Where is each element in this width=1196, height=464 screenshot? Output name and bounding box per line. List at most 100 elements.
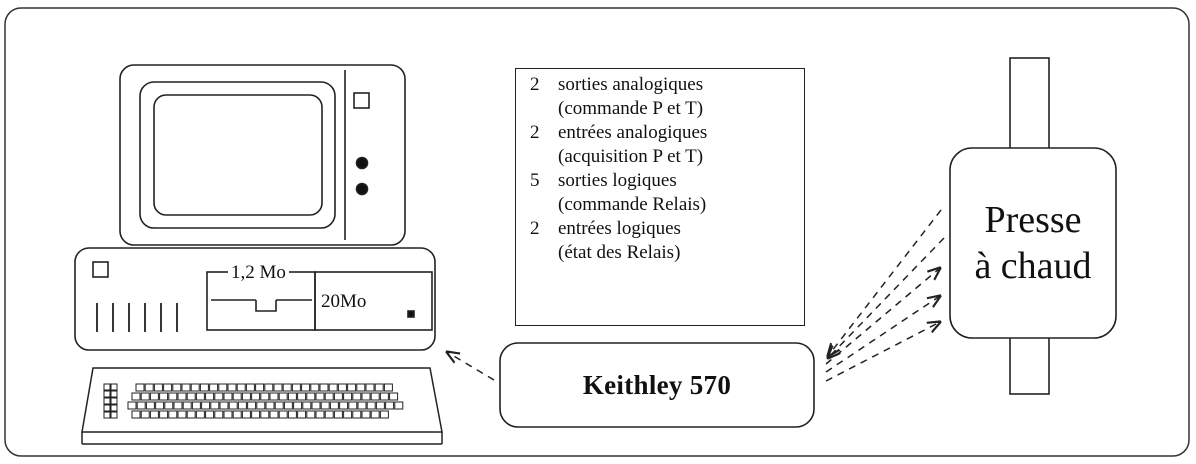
link-keithley-to-press-1 — [825, 268, 940, 365]
keyboard-key — [153, 383, 163, 392]
keyboard-key — [163, 383, 173, 392]
keyboard-key — [177, 392, 187, 401]
keyboard-key — [131, 410, 141, 419]
press-label-line1: Presse — [984, 199, 1082, 241]
keyboard-key — [164, 401, 174, 410]
link-press-to-keithley-2 — [828, 237, 945, 358]
keyboard-key — [103, 404, 111, 412]
keyboard-key — [310, 383, 320, 392]
keyboard-key — [191, 401, 201, 410]
keyboard-key — [223, 410, 233, 419]
keyboard-key — [264, 383, 274, 392]
keyboard-key — [370, 410, 380, 419]
io-detail: (état des Relais) — [558, 242, 681, 263]
keyboard-key — [190, 383, 200, 392]
hard-disk-label: 20Mo — [321, 291, 367, 312]
keyboard-key — [201, 401, 211, 410]
keyboard-key — [131, 392, 141, 401]
keyboard-key — [256, 401, 266, 410]
keyboard-key — [241, 392, 251, 401]
keyboard-key — [251, 392, 261, 401]
io-label: entrées logiques — [558, 218, 681, 239]
keyboard-key — [218, 383, 228, 392]
keyboard-key — [315, 392, 325, 401]
keyboard-key — [333, 392, 343, 401]
keyboard-key — [237, 401, 247, 410]
keyboard-key — [140, 410, 150, 419]
keyboard-key — [149, 392, 159, 401]
keyboard-key — [352, 410, 362, 419]
keyboard-key — [103, 390, 111, 398]
keyboard-key — [232, 410, 242, 419]
io-label: sorties analogiques — [558, 74, 704, 95]
keyboard-key — [219, 401, 229, 410]
keyboard-key — [159, 392, 169, 401]
keyboard-key — [247, 401, 257, 410]
keyboard-key — [297, 410, 307, 419]
keyboard-key — [343, 392, 353, 401]
keyboard-key — [370, 392, 380, 401]
io-item-analog-inputs: 2 entrées analogiques (acquisition P et … — [530, 121, 804, 169]
keyboard-key — [168, 392, 178, 401]
io-list-box: 2 sorties analogiques (commande P et T) … — [515, 68, 805, 326]
io-count: 2 — [530, 218, 540, 239]
keyboard-key — [195, 392, 205, 401]
keyboard-key — [269, 410, 279, 419]
keyboard-key — [379, 410, 389, 419]
io-detail: (acquisition P et T) — [558, 146, 704, 167]
keyboard-key — [168, 410, 178, 419]
io-count: 2 — [530, 122, 540, 143]
computer-monitor-icon — [119, 64, 406, 246]
keyboard-key — [347, 383, 357, 392]
keyboard-key — [297, 392, 307, 401]
keyboard-key — [110, 404, 118, 412]
keyboard-key — [324, 392, 334, 401]
keyboard-key — [260, 410, 270, 419]
keyboard-key — [173, 401, 183, 410]
io-item-logic-inputs: 2 entrées logiques (état des Relais) — [530, 217, 804, 265]
keyboard-key — [283, 401, 293, 410]
keyboard-key — [110, 397, 118, 405]
io-label: sorties logiques — [558, 170, 677, 191]
keyboard-key — [145, 401, 155, 410]
io-item-analog-outputs: 2 sorties analogiques (commande P et T) — [530, 73, 804, 121]
keyboard-key — [227, 383, 237, 392]
keyboard-key — [301, 383, 311, 392]
keyboard-key — [214, 392, 224, 401]
keyboard-key — [394, 401, 404, 410]
keyboard-key — [329, 401, 339, 410]
keyboard-key — [136, 401, 146, 410]
keyboard-key — [278, 410, 288, 419]
keyboard-key — [343, 410, 353, 419]
keyboard-key — [375, 401, 385, 410]
keyboard-key — [199, 383, 209, 392]
keyboard-key — [110, 383, 118, 391]
keyboard-key — [315, 410, 325, 419]
keyboard-key — [236, 383, 246, 392]
io-item-logic-outputs: 5 sorties logiques (commande Relais) — [530, 169, 804, 217]
keyboard-key — [374, 383, 384, 392]
keyboard-key — [135, 383, 145, 392]
keyboard-key — [103, 397, 111, 405]
keyboard-key — [302, 401, 312, 410]
keyboard-key — [269, 392, 279, 401]
keyboard-keys — [103, 383, 404, 419]
io-detail: (commande P et T) — [558, 98, 704, 119]
keyboard-key — [186, 392, 196, 401]
keyboard-key — [357, 401, 367, 410]
keyboard-key — [177, 410, 187, 419]
keyboard-key — [348, 401, 358, 410]
keyboard-key — [274, 401, 284, 410]
keyboard-key — [319, 383, 329, 392]
keyboard-key — [356, 383, 366, 392]
io-count: 5 — [530, 170, 540, 191]
press-label: Presse à chaud — [950, 148, 1116, 338]
keyboard-key — [287, 392, 297, 401]
keyboard-key — [110, 411, 118, 419]
floppy-drive-label: 1,2 Mo — [228, 262, 289, 284]
keyboard-key — [127, 401, 137, 410]
keyboard-key — [110, 390, 118, 398]
press-icon — [949, 57, 1117, 395]
keyboard-key — [278, 392, 288, 401]
